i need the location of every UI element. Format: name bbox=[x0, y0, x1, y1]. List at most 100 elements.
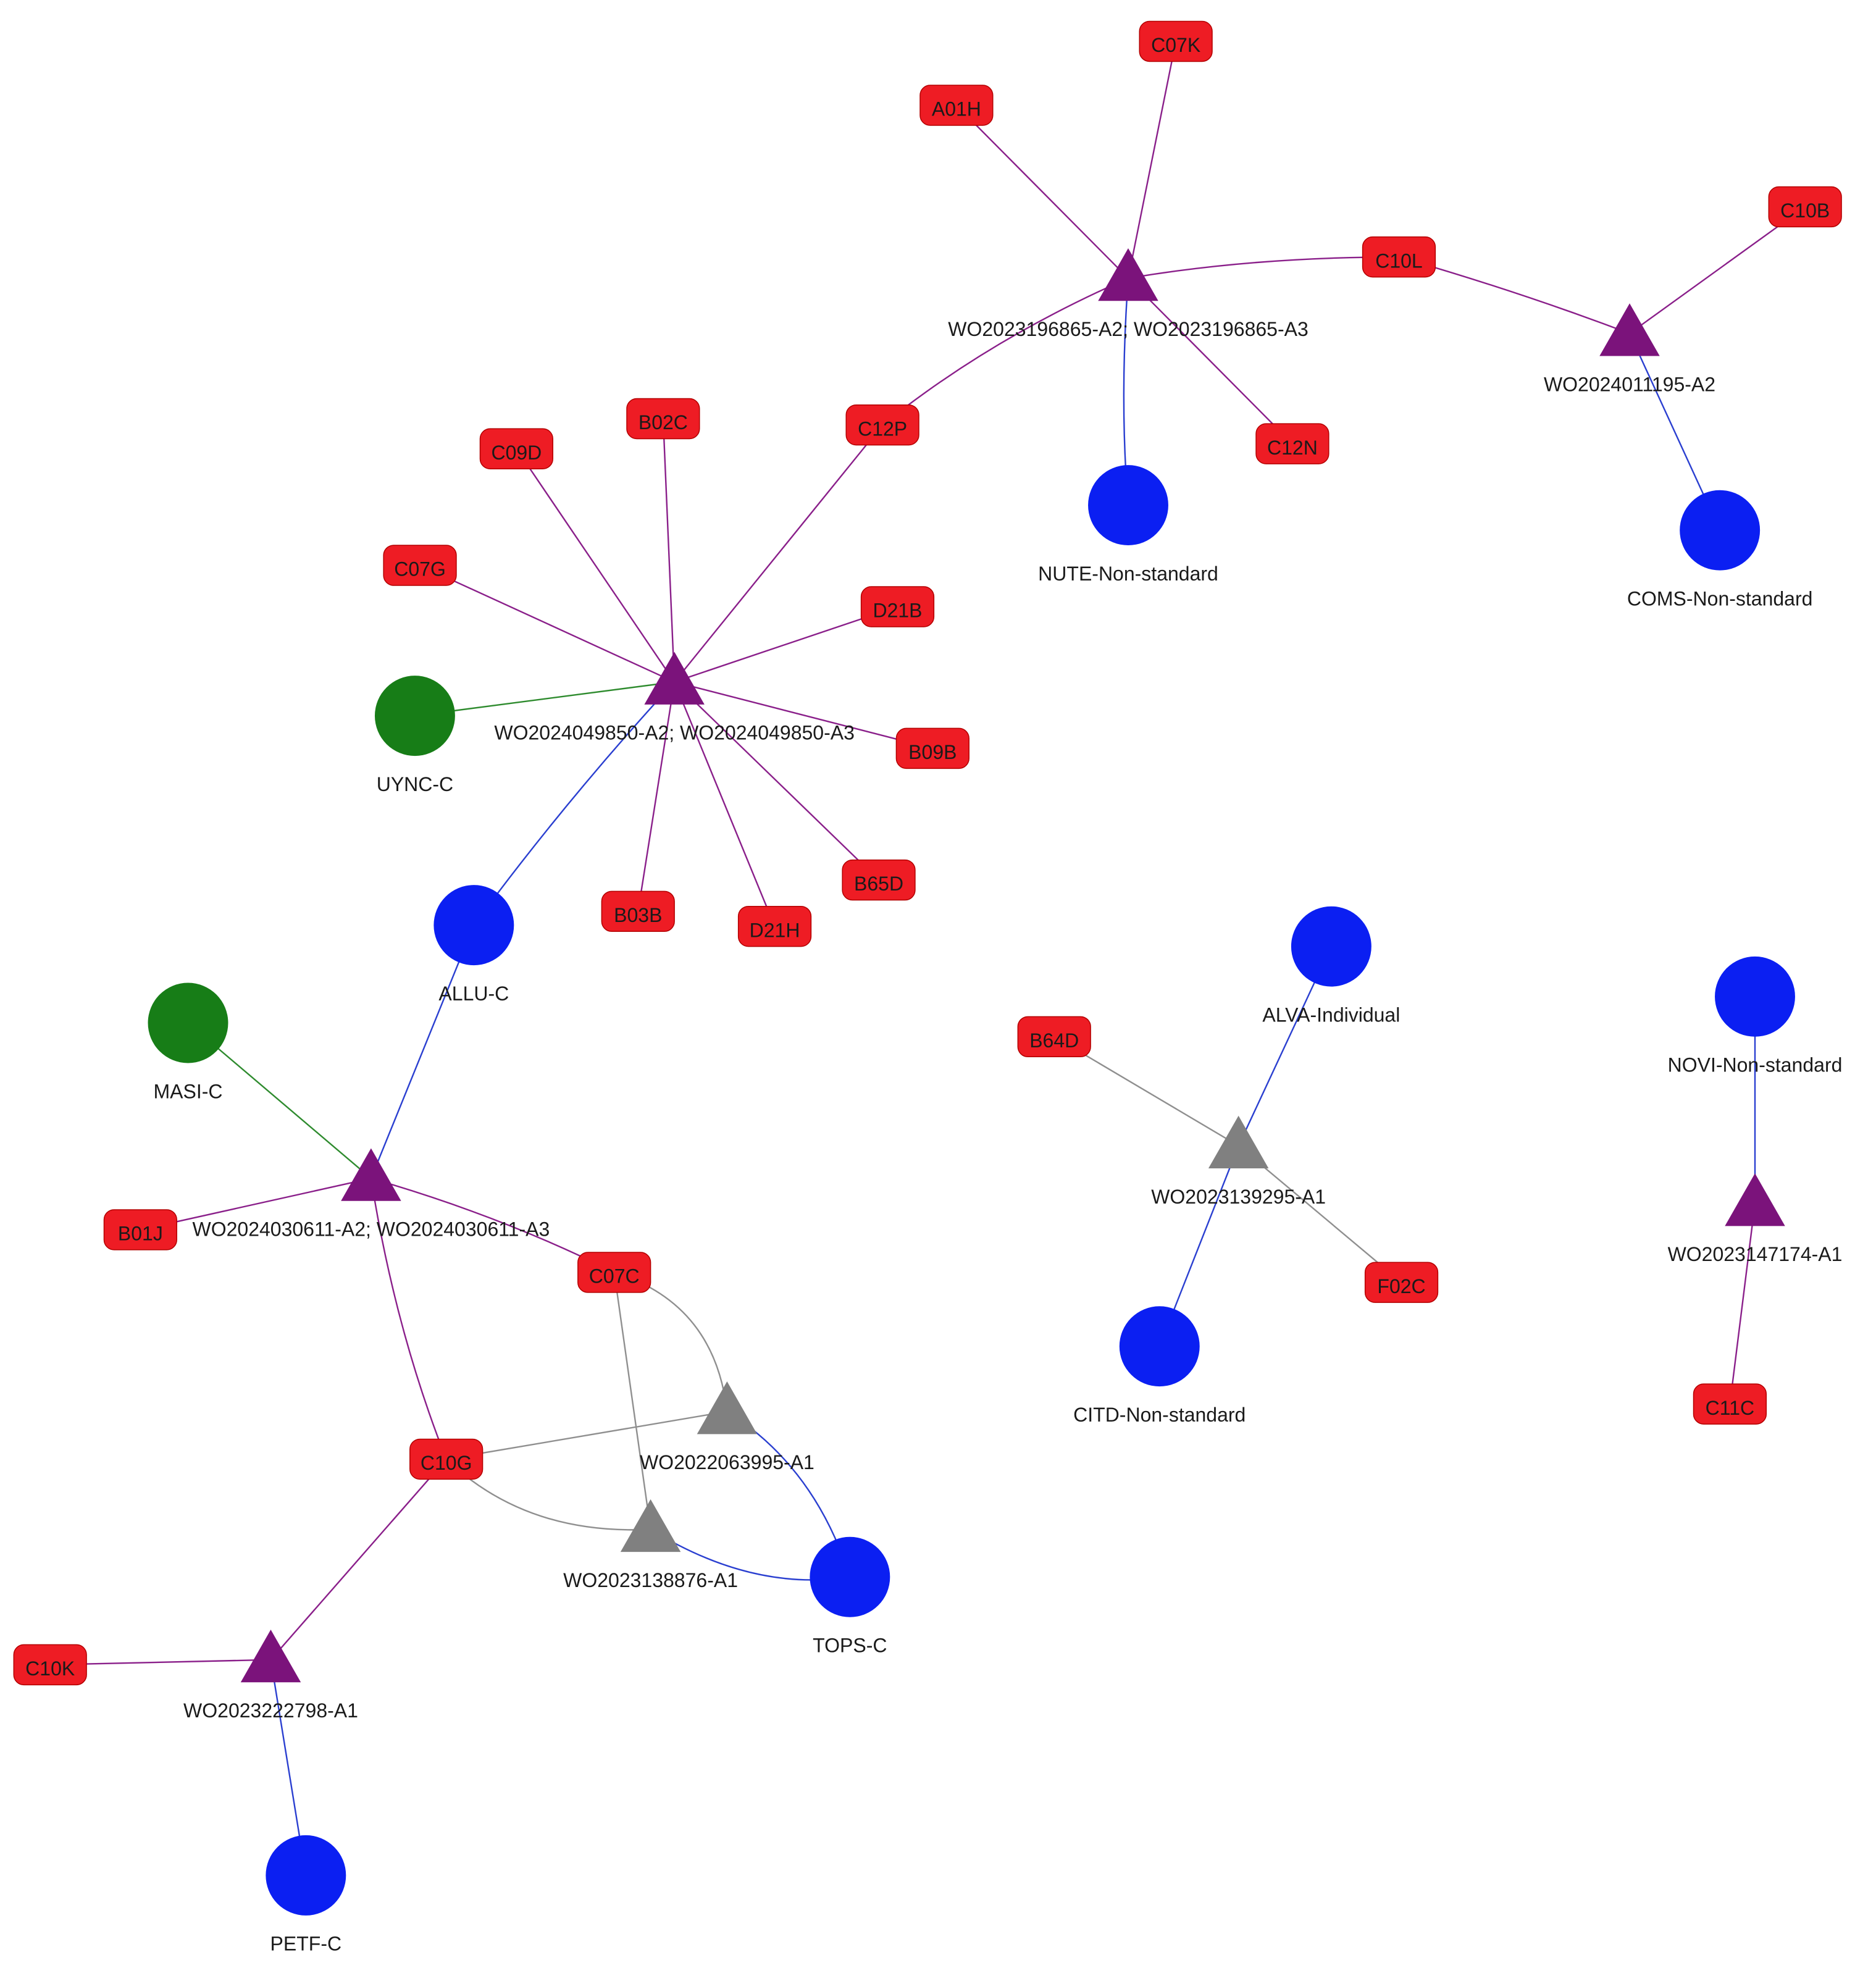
patent-node-p3[interactable] bbox=[644, 651, 705, 705]
edge-p3-C07G bbox=[419, 564, 675, 683]
patent-node-p1[interactable] bbox=[1098, 248, 1158, 301]
ipc-code-label: B01J bbox=[118, 1223, 163, 1245]
ipc-code-label: B65D bbox=[854, 873, 903, 895]
edge-p3-B02C bbox=[662, 418, 676, 682]
ipc-code-label: B02C bbox=[639, 411, 688, 434]
assignee-node-allu[interactable] bbox=[433, 885, 514, 966]
ipc-code-label: D21H bbox=[750, 919, 800, 941]
ipc-code-box bbox=[842, 859, 916, 901]
assignee-label: ALLU-C bbox=[438, 982, 509, 1005]
ipc-code-box bbox=[1362, 236, 1436, 278]
ipc-code-node-c12n[interactable]: C12N bbox=[1255, 423, 1330, 464]
ipc-code-box bbox=[103, 1209, 177, 1250]
edges-layer bbox=[50, 41, 1806, 1876]
ipc-code-node-b01j[interactable]: B01J bbox=[103, 1209, 177, 1250]
edge-p6-C07C bbox=[613, 1272, 651, 1530]
assignee-node-tops[interactable] bbox=[810, 1536, 890, 1617]
ipc-code-node-c10g[interactable]: C10G bbox=[409, 1438, 484, 1480]
patent-label: WO2024011195-A2 bbox=[1544, 373, 1715, 395]
assignee-node-petf[interactable] bbox=[266, 1835, 346, 1916]
ipc-code-box bbox=[577, 1252, 651, 1293]
patent-node-p8[interactable] bbox=[1208, 1115, 1269, 1168]
edge-p9-C11C bbox=[1729, 1203, 1756, 1404]
ipc-code-box bbox=[626, 398, 700, 440]
ipc-code-label: C12P bbox=[858, 417, 907, 440]
ipc-code-box bbox=[1693, 1383, 1767, 1425]
ipc-code-box bbox=[860, 586, 935, 627]
assignee-node-coms[interactable] bbox=[1680, 490, 1761, 571]
ipc-code-label: C10B bbox=[1780, 199, 1830, 222]
assignee-label: COMS-Non-standard bbox=[1627, 587, 1813, 609]
assignee-label: PETF-C bbox=[270, 1933, 342, 1955]
patent-node-p6[interactable] bbox=[620, 1499, 681, 1552]
ipc-code-node-c12p[interactable]: C12P bbox=[845, 404, 919, 446]
ipc-code-node-c07c[interactable]: C07C bbox=[577, 1252, 651, 1293]
assignee-label: CITD-Non-standard bbox=[1073, 1404, 1246, 1426]
patent-label: WO2023196865-A2; WO2023196865-A3 bbox=[948, 318, 1309, 340]
ipc-code-node-b03b[interactable]: B03B bbox=[601, 890, 675, 932]
ipc-code-label: C10L bbox=[1375, 249, 1423, 272]
ipc-code-node-b64d[interactable]: B64D bbox=[1017, 1016, 1091, 1058]
assignee-node-uync[interactable] bbox=[374, 676, 455, 756]
ipc-code-node-b09b[interactable]: B09B bbox=[895, 727, 969, 769]
edge-p3-UYNC bbox=[414, 681, 675, 717]
ipc-code-node-c11c[interactable]: C11C bbox=[1693, 1383, 1767, 1425]
ipc-code-node-d21h[interactable]: D21H bbox=[737, 905, 812, 947]
ipc-code-node-d21b[interactable]: D21B bbox=[860, 586, 935, 627]
ipc-code-label: C10G bbox=[421, 1452, 472, 1474]
assignee-label: TOPS-C bbox=[813, 1635, 887, 1657]
patent-node-p2[interactable] bbox=[1599, 303, 1660, 356]
ipc-code-node-a01h[interactable]: A01H bbox=[919, 85, 994, 126]
edge-p1-C12P bbox=[882, 277, 1129, 426]
assignee-node-nute[interactable] bbox=[1088, 465, 1168, 546]
edge-p3-ALLU bbox=[473, 681, 676, 926]
assignee-node-novi[interactable] bbox=[1715, 956, 1795, 1037]
ipc-code-node-c07g[interactable]: C07G bbox=[383, 545, 457, 586]
ipc-code-node-c10l[interactable]: C10L bbox=[1362, 236, 1436, 278]
edge-p3-C12P bbox=[674, 424, 884, 683]
assignee-node-citd[interactable] bbox=[1119, 1306, 1200, 1387]
patent-label: WO2022063995-A1 bbox=[640, 1451, 814, 1473]
assignee-node-masi[interactable] bbox=[148, 982, 228, 1063]
patent-label: WO2024030611-A2; WO2024030611-A3 bbox=[193, 1218, 550, 1241]
ipc-code-label: B09B bbox=[908, 741, 957, 763]
patent-node-p7[interactable] bbox=[240, 1630, 301, 1683]
edge-p3-B65D bbox=[674, 681, 879, 881]
ipc-code-node-f02c[interactable]: F02C bbox=[1364, 1262, 1439, 1303]
ipc-code-label: A01H bbox=[932, 98, 981, 120]
edge-p2-C10B bbox=[1629, 206, 1806, 334]
patent-node-p5[interactable] bbox=[697, 1381, 758, 1435]
edge-p3-B09B bbox=[674, 681, 933, 750]
ipc-code-node-c07k[interactable]: C07K bbox=[1139, 20, 1213, 62]
ipc-code-box bbox=[1364, 1262, 1439, 1303]
ipc-code-node-b02c[interactable]: B02C bbox=[626, 398, 700, 440]
ipc-code-label: B64D bbox=[1029, 1029, 1079, 1052]
ipc-code-node-c10b[interactable]: C10B bbox=[1768, 186, 1842, 228]
edge-p3-D21B bbox=[674, 606, 898, 683]
ipc-code-label: F02C bbox=[1377, 1275, 1425, 1297]
assignee-label: NOVI-Non-standard bbox=[1668, 1054, 1843, 1076]
ipc-code-node-c09d[interactable]: C09D bbox=[479, 428, 553, 469]
assignee-label: NUTE-Non-standard bbox=[1038, 563, 1218, 585]
ipc-code-box bbox=[1139, 20, 1213, 62]
edge-p1-C10L bbox=[1128, 256, 1399, 279]
ipc-code-box bbox=[845, 404, 919, 446]
ipc-code-label: C07G bbox=[394, 558, 446, 580]
edge-p1-C07K bbox=[1127, 41, 1177, 279]
assignee-label: ALVA-Individual bbox=[1262, 1003, 1400, 1026]
ipc-code-label: C11C bbox=[1706, 1397, 1754, 1419]
edge-p4-B01J bbox=[140, 1178, 372, 1231]
edge-p8-F02C bbox=[1237, 1145, 1402, 1283]
patent-label: WO2024049850-A2; WO2024049850-A3 bbox=[494, 722, 855, 744]
ipc-code-box bbox=[1768, 186, 1842, 228]
ipc-code-node-c10k[interactable]: C10K bbox=[13, 1644, 87, 1686]
edge-p7-C10G bbox=[270, 1459, 447, 1661]
ipc-code-label: D21B bbox=[873, 600, 922, 622]
patent-node-p4[interactable] bbox=[341, 1148, 401, 1201]
edge-p4-C10G bbox=[370, 1178, 447, 1460]
patent-node-p9[interactable] bbox=[1725, 1173, 1785, 1226]
ipc-code-label: C07C bbox=[589, 1265, 640, 1288]
assignee-node-alva[interactable] bbox=[1291, 906, 1371, 987]
ipc-code-node-b65d[interactable]: B65D bbox=[842, 859, 916, 901]
